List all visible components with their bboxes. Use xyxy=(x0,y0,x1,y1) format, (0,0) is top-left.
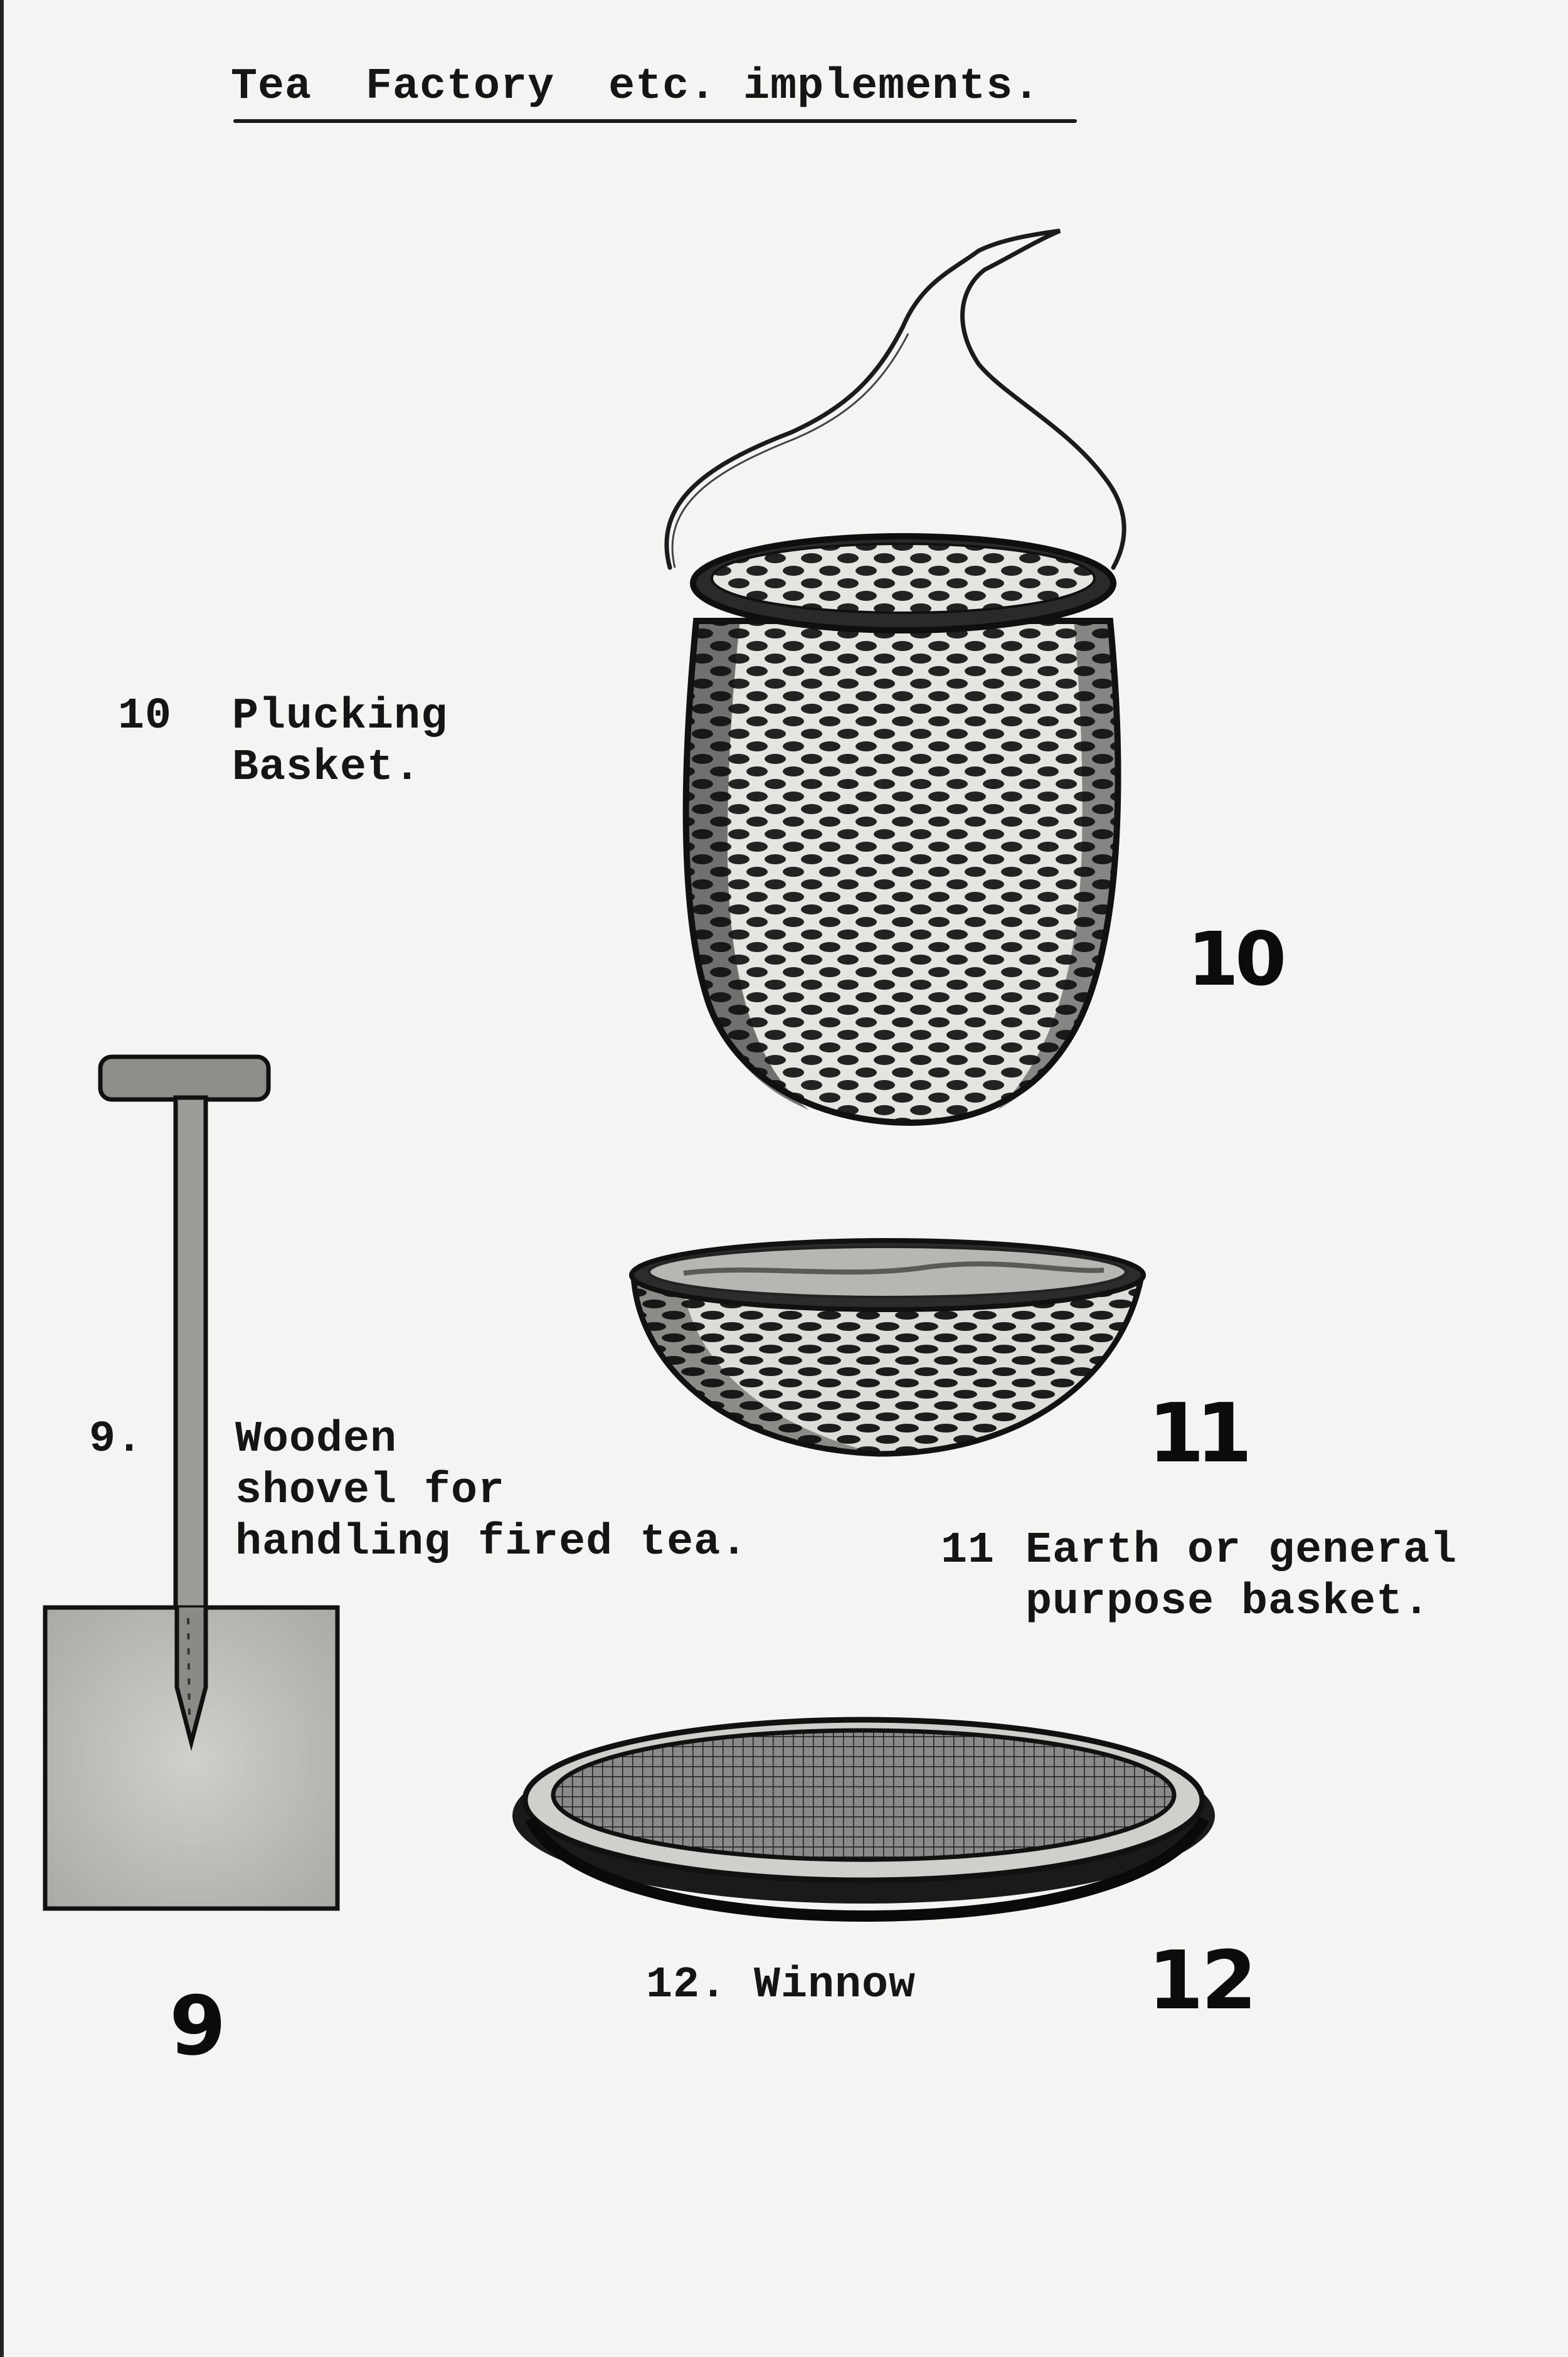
page-title: Tea Factory etc. implements. xyxy=(231,62,1041,112)
earth-basket-figure-number: 11 xyxy=(1148,1385,1253,1481)
shovel-figure-number: 9 xyxy=(169,1978,226,2074)
earth-basket-drawing xyxy=(629,1238,1146,1457)
plucking-basket-drawing xyxy=(664,228,1126,1126)
earth-basket-item-number: 11 xyxy=(941,1526,995,1576)
winnow-figure-number: 12 xyxy=(1148,1934,1257,2028)
winnow-drawing xyxy=(512,1717,1215,1922)
basket-label-line2: Basket. xyxy=(232,743,421,793)
winnow-label: 12. Winnow xyxy=(646,1961,916,2010)
shovel-label-line3: handling fired tea. xyxy=(235,1518,748,1567)
earth-basket-label-line2: purpose basket. xyxy=(1025,1577,1431,1627)
shovel-item-number: 9. xyxy=(89,1415,144,1465)
shovel-label-line1: Wooden xyxy=(235,1415,398,1465)
title-underline xyxy=(233,119,1077,123)
wooden-shovel-drawing xyxy=(43,1054,340,1911)
shovel-label-line2: shovel for xyxy=(235,1466,506,1516)
basket-figure-number: 10 xyxy=(1187,916,1286,1002)
basket-item-number: 10 xyxy=(118,692,172,741)
page-edge xyxy=(0,0,4,2357)
basket-label-line1: Plucking xyxy=(232,692,448,741)
earth-basket-label-line1: Earth or general xyxy=(1025,1526,1458,1576)
